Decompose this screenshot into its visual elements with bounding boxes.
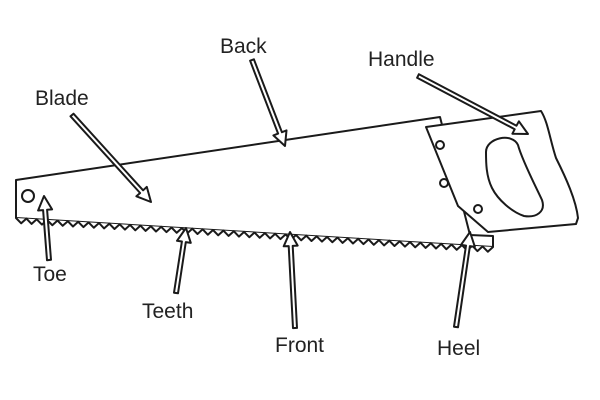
arrow-toe	[37, 195, 54, 262]
arrow-blade	[69, 112, 152, 203]
arrow-teeth	[173, 227, 192, 295]
handle-grip-hole	[485, 136, 544, 218]
label-back: Back	[220, 35, 267, 58]
label-handle: Handle	[368, 48, 435, 71]
rivet	[435, 140, 445, 150]
rivet	[439, 178, 449, 188]
toe-hole	[21, 189, 35, 203]
label-front: Front	[275, 334, 324, 357]
rivet	[473, 204, 483, 214]
label-teeth: Teeth	[142, 300, 193, 323]
label-blade: Blade	[35, 87, 89, 110]
arrow-back	[249, 58, 288, 147]
arrow-heel	[453, 231, 476, 329]
arrow-handle	[416, 73, 529, 135]
label-heel: Heel	[437, 337, 480, 360]
saw-teeth	[15, 217, 494, 253]
teeth-edge	[15, 217, 494, 253]
arrow-front	[282, 231, 299, 330]
label-toe: Toe	[33, 263, 67, 286]
